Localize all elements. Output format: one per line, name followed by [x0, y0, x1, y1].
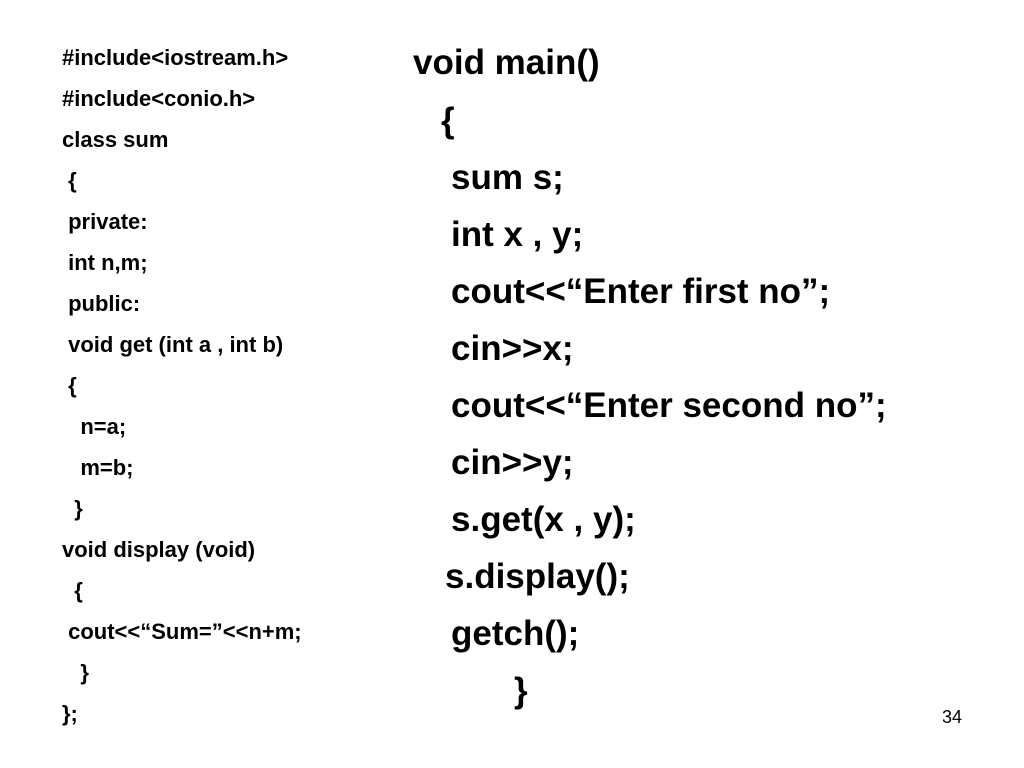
right-code-line-2: {: [441, 101, 455, 140]
slide-number: 34: [941, 707, 962, 727]
left-code-line-5: private:: [62, 209, 148, 234]
left-code-line-17: };: [62, 701, 78, 726]
right-code-line-12: }: [514, 671, 528, 710]
right-code-line-5: cout<<“Enter first no”;: [451, 272, 831, 311]
right-code-line-11: getch();: [451, 614, 580, 653]
left-code-line-6: int n,m;: [62, 250, 148, 275]
left-code-line-7: public:: [62, 291, 141, 316]
right-code-line-10: s.display();: [445, 557, 630, 596]
left-code-line-16: }: [62, 660, 89, 685]
left-code-line-3: class sum: [62, 127, 169, 152]
right-code-line-7: cout<<“Enter second no”;: [451, 386, 887, 425]
right-code-line-1: void main(): [413, 43, 600, 82]
right-code-line-8: cin>>y;: [451, 443, 574, 482]
right-code-line-4: int x , y;: [451, 215, 584, 254]
left-code-line-11: m=b;: [62, 455, 134, 480]
left-code-line-1: #include<iostream.h>: [62, 45, 289, 70]
left-code-line-10: n=a;: [62, 414, 127, 439]
left-code-line-8: void get (int a , int b): [62, 332, 284, 357]
right-code-line-3: sum s;: [451, 158, 564, 197]
left-code-line-14: {: [62, 578, 83, 603]
left-code-line-12: }: [62, 496, 83, 521]
left-code-line-15: cout<<“Sum=”<<n+m;: [62, 619, 302, 644]
right-code-line-9: s.get(x , y);: [451, 500, 636, 539]
left-code-line-13: void display (void): [62, 537, 256, 562]
left-code-line-2: #include<conio.h>: [62, 86, 256, 111]
right-code-line-6: cin>>x;: [451, 329, 574, 368]
left-code-line-4: {: [62, 168, 77, 193]
left-code-line-9: {: [62, 373, 77, 398]
